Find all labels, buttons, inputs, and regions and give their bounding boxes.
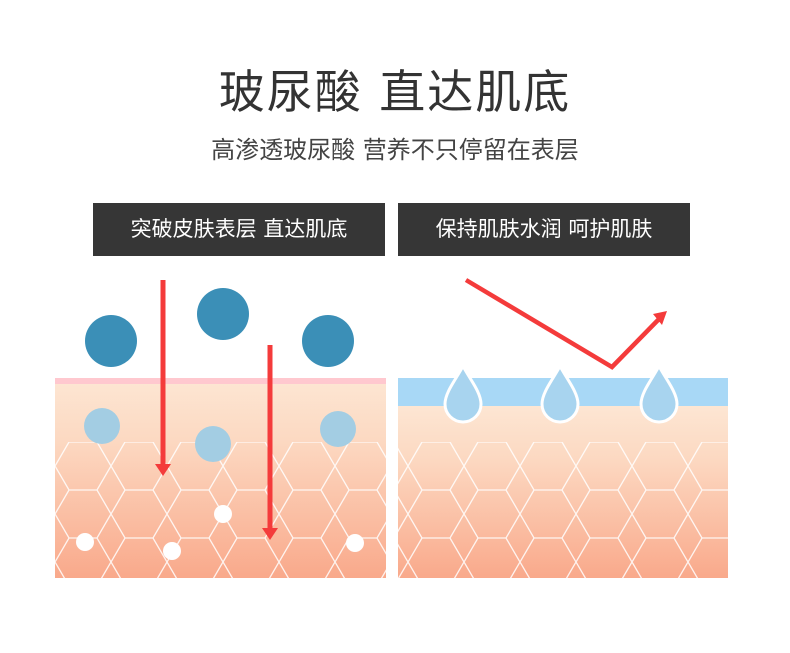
moisture-illustration — [398, 270, 730, 580]
nutrient-dot — [76, 533, 94, 551]
nutrient-dot — [346, 534, 364, 552]
reflection-arrow — [464, 278, 667, 370]
penetration-illustration — [55, 270, 387, 580]
right-panel-label: 保持肌肤水润 呵护肌肤 — [398, 203, 690, 256]
hyaluronic-molecule — [302, 315, 354, 367]
nutrient-dot — [163, 542, 181, 560]
nutrient-dot — [214, 505, 232, 523]
absorbed-molecule — [84, 408, 120, 444]
absorbed-molecule — [320, 411, 356, 447]
water-droplet — [639, 364, 679, 424]
page-subtitle: 高渗透玻尿酸 营养不只停留在表层 — [211, 136, 579, 164]
penetration-arrow — [262, 345, 278, 540]
skin-cell-pattern — [398, 442, 728, 578]
hyaluronic-molecule — [85, 315, 137, 367]
absorbed-molecule — [195, 426, 231, 462]
water-droplet — [540, 364, 580, 424]
page-title: 玻尿酸 直达肌底 — [218, 65, 572, 119]
skin-surface-line — [55, 378, 386, 384]
water-droplet — [443, 364, 483, 424]
penetration-arrow — [155, 280, 171, 476]
hyaluronic-molecule — [197, 288, 249, 340]
left-panel-label: 突破皮肤表层 直达肌底 — [93, 203, 385, 256]
